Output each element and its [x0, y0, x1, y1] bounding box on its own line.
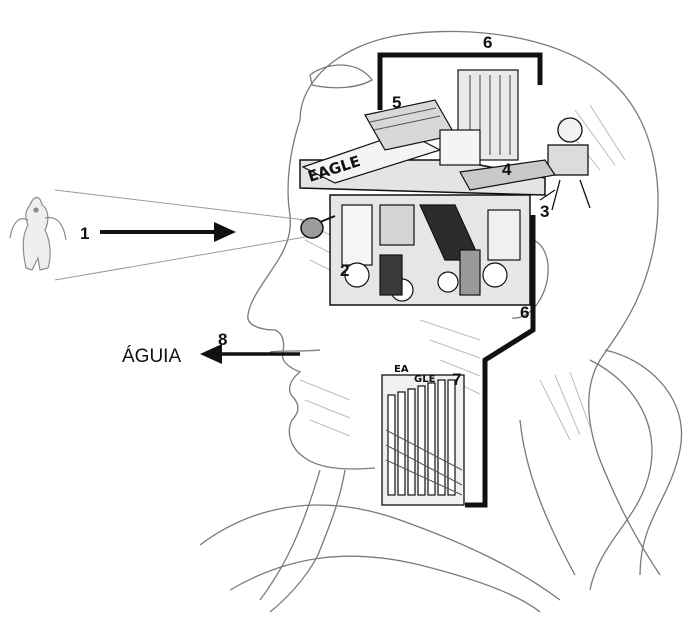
label-7: 7 [452, 370, 461, 389]
label-1: 1 [80, 224, 89, 243]
label-3: 3 [540, 202, 549, 221]
organ-pipes [388, 380, 455, 495]
dictionary-book [440, 130, 480, 165]
label-4: 4 [502, 160, 512, 179]
label-6-top: 6 [483, 33, 492, 52]
mouth-letters-b: GLE [414, 374, 436, 385]
label-2: 2 [340, 261, 349, 280]
label-5: 5 [392, 93, 401, 112]
mouth-letters-a: EA [394, 364, 409, 375]
eye-lens [301, 218, 323, 238]
label-8: 8 [218, 330, 227, 349]
label-6-side: 6 [520, 303, 529, 322]
output-word: ÁGUIA [122, 346, 181, 367]
